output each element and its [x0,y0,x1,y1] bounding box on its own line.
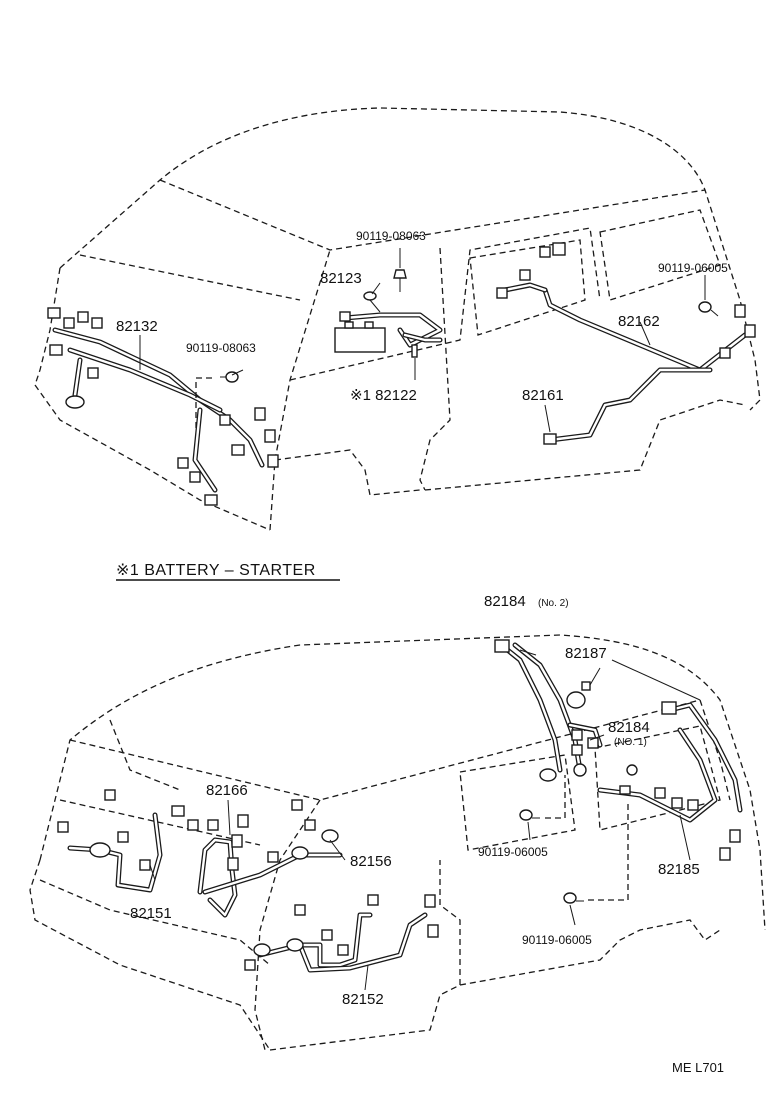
figure-code: ME L701 [672,1060,724,1075]
bottom-roof-outline [39,634,766,931]
label-90119-08063-a: 90119-08063 [356,229,426,243]
label-82187: 82187 [565,645,607,662]
label-82184-no2: 82184 [484,593,526,610]
label-82132: 82132 [116,318,158,335]
harness-82123 [339,291,443,348]
label-82161: 82161 [522,387,564,404]
bolt-icon-90119-06005 [698,301,719,317]
label-90119-08063-b: 90119-08063 [186,341,256,355]
battery-icon [334,327,386,353]
label-82152: 82152 [342,991,384,1008]
label-90119-06005: 90119-06005 [658,261,728,275]
label-82166: 82166 [206,782,248,799]
harness-82132 [52,327,265,493]
bolt-icon-90119-08063-b [220,371,239,383]
harness-82161 [543,367,713,445]
caption-battery-starter: ※1 BATTERY – STARTER [116,562,316,579]
harness-82184-no1 [567,722,603,756]
harness-82162 [496,242,756,373]
harness-82187 [566,681,591,709]
label-82184-no2-note: (No. 2) [538,598,569,609]
label-90119-06005-a: 90119-06005 [478,845,548,859]
label-82185: 82185 [658,861,700,878]
harness-82156 [202,799,343,895]
bottom-vehicle [29,634,766,1051]
top-roof-outline [59,107,761,411]
top-connectors-rear [47,307,279,506]
harness-82152 [244,894,439,973]
label-82123: 82123 [320,270,362,287]
bolt-icon-90119-08063-a [393,269,407,292]
label-82156: 82156 [350,853,392,870]
harness-82151 [57,789,163,893]
label-82162: 82162 [618,313,660,330]
label-82184-no1-note: (NO. 1) [614,737,647,748]
harness-82122 [402,332,443,358]
bolt-icon-90119-06005-b [563,892,584,904]
label-90119-06005-b: 90119-06005 [522,933,592,947]
label-82122: ※1 82122 [350,387,417,404]
bottom-window-2 [594,725,721,831]
label-82151: 82151 [130,905,172,922]
top-window-1 [469,239,586,336]
bottom-window-1 [459,754,576,851]
bolt-icon-90119-06005-a [519,809,540,821]
harness-82166 [171,805,249,918]
top-vehicle [34,107,761,531]
top-window-2 [599,209,721,301]
label-82184-no1: 82184 [608,719,650,736]
harness-82185 [597,701,743,861]
